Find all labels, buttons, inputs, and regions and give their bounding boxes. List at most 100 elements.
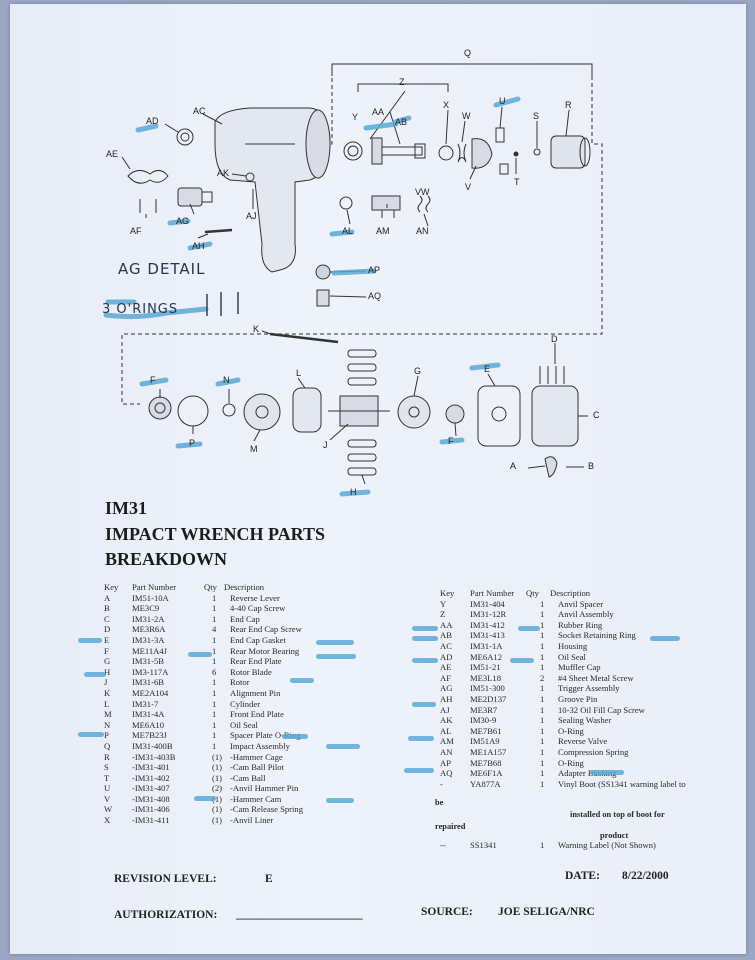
row-qty: (1) bbox=[212, 793, 223, 804]
row-description: Socket Retaining Ring bbox=[558, 630, 636, 641]
row-qty: 1 bbox=[212, 719, 217, 730]
row-key: G bbox=[104, 656, 111, 667]
row-key: D bbox=[104, 624, 111, 635]
header-qty: Qty bbox=[204, 582, 217, 592]
label-aj: AJ bbox=[246, 211, 257, 221]
row-key: E bbox=[104, 634, 110, 645]
row-qty: (1) bbox=[212, 804, 223, 815]
hammer-cam bbox=[471, 138, 493, 169]
label-l: L bbox=[296, 368, 302, 378]
row-qty: (1) bbox=[212, 751, 223, 762]
row-description: Rear End Cap Screw bbox=[230, 624, 302, 635]
row-key: P bbox=[104, 730, 109, 741]
row-part-number: IM31-2A bbox=[132, 613, 165, 624]
row-part-number: IM31-4A bbox=[132, 709, 165, 720]
label-u: U bbox=[499, 96, 506, 106]
label-a: A bbox=[510, 461, 517, 471]
row-part-number: IM31-5B bbox=[132, 656, 164, 667]
row-key: AC bbox=[440, 640, 452, 651]
assembly-path-top bbox=[121, 76, 603, 405]
hammer-pin bbox=[495, 127, 505, 143]
row-part-number: ME11A4J bbox=[132, 645, 168, 656]
hl-row-e-desc bbox=[316, 640, 354, 645]
row-part-number: YA877A bbox=[470, 778, 501, 789]
label-vw: VW bbox=[415, 187, 430, 197]
row-key: AE bbox=[440, 662, 452, 673]
label-h: H bbox=[350, 487, 357, 497]
compression-spring bbox=[417, 195, 431, 213]
row-description: O-Ring bbox=[558, 757, 584, 768]
label-f2: F bbox=[448, 436, 454, 446]
exploded-diagram bbox=[103, 63, 603, 497]
row-description: Cylinder bbox=[230, 698, 261, 709]
row-qty: 2 bbox=[540, 672, 545, 683]
row-description: Vinyl Boot (SS1341 warning label to bbox=[558, 778, 686, 789]
row-description: Groove Pin bbox=[558, 693, 598, 704]
row-description: Reverse Lever bbox=[230, 592, 280, 603]
row-qty: 1 bbox=[540, 736, 545, 747]
label-ag: AG bbox=[176, 216, 190, 226]
row-qty: 1 bbox=[540, 778, 545, 789]
row-description: Muffler Cap bbox=[558, 662, 601, 673]
row-qty: 1 bbox=[540, 640, 545, 651]
row-key: J bbox=[104, 677, 108, 688]
hl-row-ap bbox=[404, 768, 434, 773]
row-key: AA bbox=[440, 619, 453, 630]
o-ring-ap bbox=[315, 264, 331, 280]
row-part-number: -IM31-408 bbox=[132, 793, 170, 804]
anvil-body bbox=[371, 137, 383, 165]
row-part-number: -IM31-406 bbox=[132, 804, 170, 815]
row-part-number: IM31-12R bbox=[470, 609, 507, 620]
revision-label: REVISION LEVEL: bbox=[114, 873, 217, 885]
row-key: N bbox=[104, 719, 111, 730]
row-description: -Cam Ball Pilot bbox=[230, 762, 284, 773]
oil-seal-n bbox=[222, 403, 236, 417]
row-description: -Cam Ball bbox=[230, 772, 266, 783]
anvil-shaft bbox=[381, 146, 423, 156]
row-qty: 1 bbox=[212, 634, 217, 645]
row-key: R bbox=[104, 751, 110, 762]
label-al: AL bbox=[342, 226, 354, 236]
bracket-z bbox=[357, 83, 449, 92]
row-description: -Cam Release Spring bbox=[230, 804, 304, 815]
row-description: -Hammer Cam bbox=[230, 793, 282, 804]
row-qty: 1 bbox=[212, 677, 217, 688]
row-qty: (1) bbox=[212, 772, 223, 783]
hl-row-ab-desc bbox=[650, 636, 680, 641]
row-qty: 1 bbox=[212, 656, 217, 667]
label-s: S bbox=[533, 111, 540, 121]
label-ah: AH bbox=[192, 241, 205, 251]
row-key: K bbox=[104, 687, 111, 698]
row-part-number: IM51-21 bbox=[470, 662, 501, 673]
hl-row-u-desc bbox=[326, 798, 354, 803]
row-key: V bbox=[104, 793, 111, 804]
authorization-line: ______________________ bbox=[236, 909, 363, 921]
row-part-number: -IM31-407 bbox=[132, 783, 170, 794]
hl-row-f-desc bbox=[316, 654, 356, 659]
row-key: AM bbox=[440, 736, 454, 747]
hl-row-aa bbox=[412, 626, 438, 631]
row-qty: 1 bbox=[540, 598, 545, 609]
date-value: 8/22/2000 bbox=[622, 870, 669, 882]
row-part-number: IM51A9 bbox=[470, 736, 500, 747]
cam-ball-pilot bbox=[533, 148, 541, 156]
row-description: Sealing Washer bbox=[558, 715, 612, 726]
anvil-square bbox=[414, 143, 426, 159]
last-row-desc: Warning Label (Not Shown) bbox=[558, 840, 656, 850]
row-description: O-Ring bbox=[558, 725, 584, 736]
row-qty: 1 bbox=[540, 704, 545, 715]
table-header-right: Key Part Number Qty Description bbox=[440, 588, 730, 599]
table-row: S-IM31-401(1)-Cam Ball Pilot bbox=[104, 762, 364, 773]
label-v: V bbox=[465, 182, 472, 192]
row-key: AL bbox=[440, 725, 452, 736]
header-key-right: Key bbox=[440, 588, 455, 598]
header-qty-right: Qty bbox=[526, 588, 539, 598]
